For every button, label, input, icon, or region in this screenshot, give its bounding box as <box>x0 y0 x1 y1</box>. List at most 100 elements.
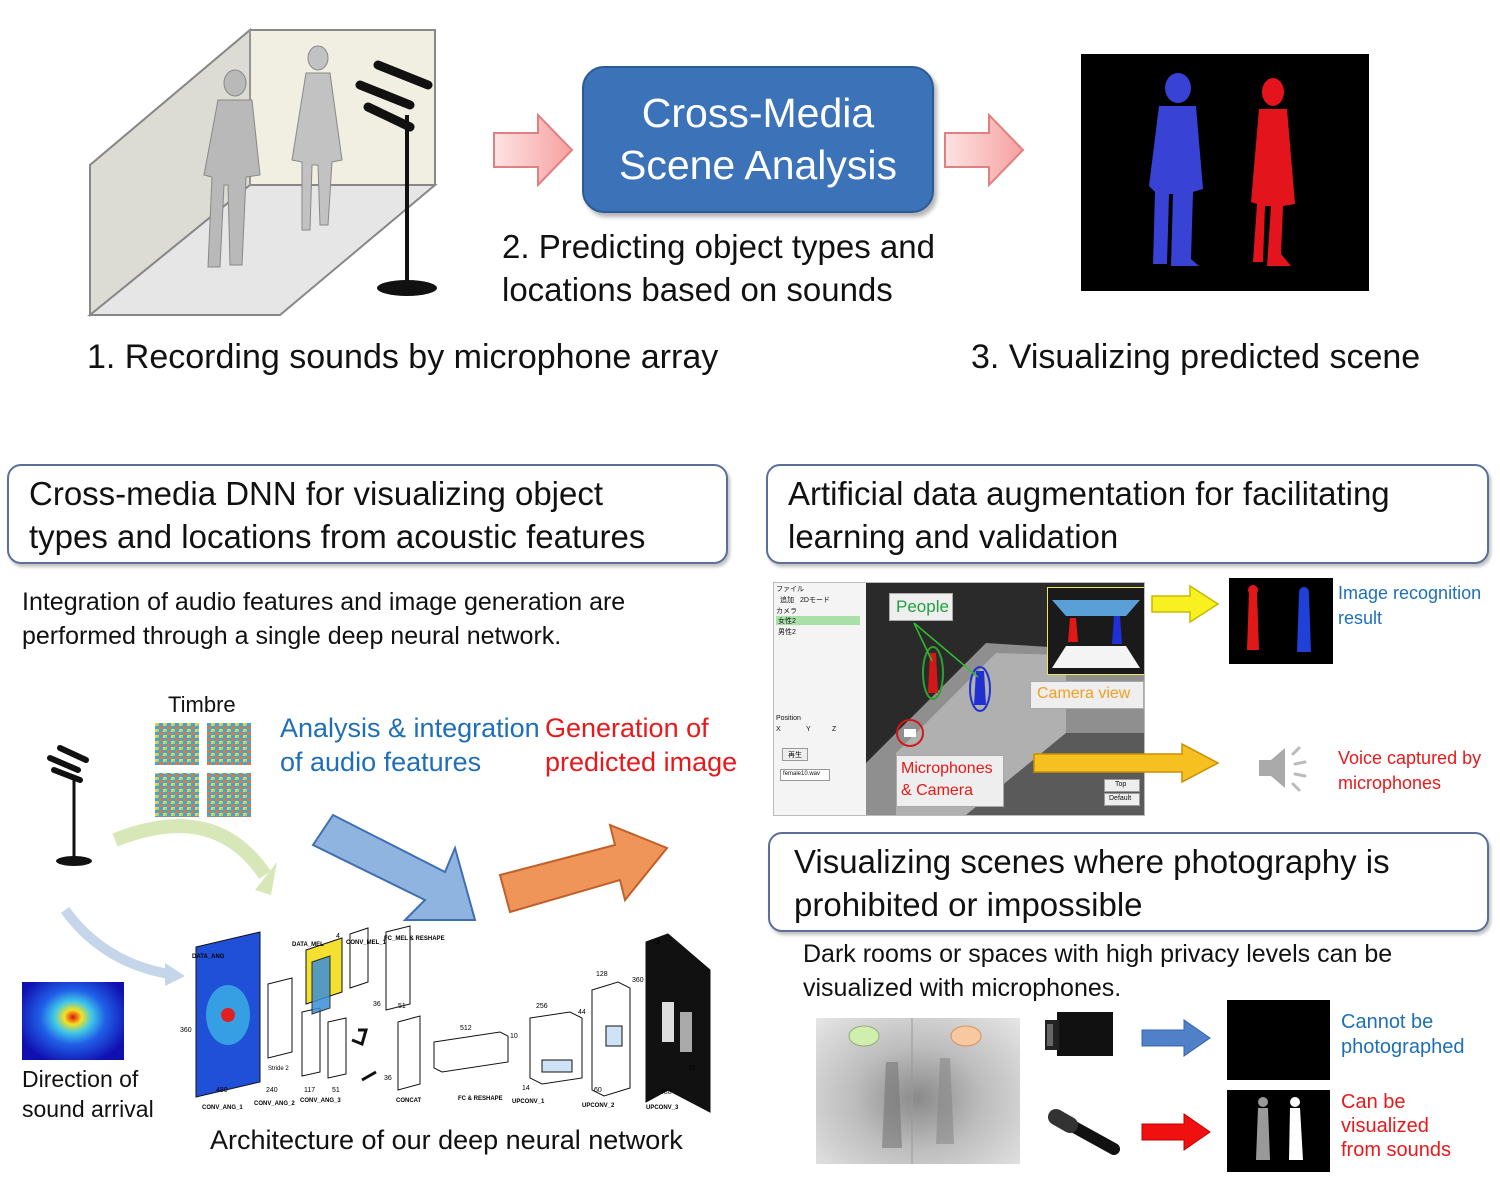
ui-wav-field[interactable]: female10.wav <box>780 769 830 781</box>
cannot-label-line1: Cannot be <box>1341 1011 1434 1033</box>
net-dim-3: 3 <box>656 939 660 946</box>
net-label-conv-ang-2: CONV_ANG_2 <box>254 1101 295 1107</box>
arrow-right-icon <box>1141 1019 1211 1057</box>
net-label-upconv-2: UPCONV_2 <box>582 1103 615 1109</box>
ui-add[interactable]: 追加 <box>780 597 794 604</box>
people-label: People <box>896 597 949 616</box>
simulator-side-panel: ファイル 追加 2Dモード カメラ 女性2 男性2 Position X Y Z… <box>774 583 867 815</box>
ui-position: Position <box>776 715 801 722</box>
mic-camera-label-line2: & Camera <box>901 782 974 799</box>
step3-label: 3. Visualizing predicted scene <box>971 338 1421 376</box>
net-label-fc-reshape: FC & RESHAPE <box>458 1096 503 1102</box>
cms-title-line1: Cross-Media <box>641 90 875 136</box>
cms-title-line2: Scene Analysis <box>618 142 898 188</box>
net-stride-label: Stride 2 <box>268 1066 289 1072</box>
net-label-conv-ang-3: CONV_ANG_3 <box>300 1098 341 1104</box>
net-dim-360b: 360 <box>632 977 644 984</box>
net-dim-44: 44 <box>578 1009 586 1016</box>
ui-menu[interactable]: ファイル <box>776 586 804 593</box>
arrow-right-icon <box>1141 1113 1211 1151</box>
ui-wav-label: female10.wav <box>783 771 821 777</box>
camera-view-inset <box>1047 587 1144 675</box>
cross-media-scene-analysis-box: Cross-Media Scene Analysis <box>582 66 934 213</box>
direction-map-image <box>22 982 124 1060</box>
step2-line1: 2. Predicting object types and <box>502 228 935 265</box>
right-bottom-heading-box: Visualizing scenes where photography is … <box>768 832 1489 932</box>
ui-list-row-female[interactable]: 女性2 <box>776 616 860 625</box>
left-heading-line1: Cross-media DNN for visualizing object <box>29 475 604 512</box>
can-label-line3: from sounds <box>1341 1139 1452 1161</box>
net-label-upconv-3: UPCONV_3 <box>646 1105 679 1111</box>
speaker-icon <box>1259 746 1307 792</box>
net-label-conv-ang-1: CONV_ANG_1 <box>202 1105 243 1111</box>
net-dim-117: 117 <box>304 1087 315 1094</box>
net-dim-480: 480 <box>216 1087 228 1094</box>
analysis-label-line1: Analysis & integration <box>280 713 538 743</box>
ui-top-button[interactable]: Top <box>1104 779 1140 792</box>
ui-male[interactable]: 男性2 <box>778 629 796 636</box>
can-label-line1: Can be <box>1341 1091 1406 1113</box>
right-bottom-heading-line2: prohibited or impossible <box>794 886 1143 923</box>
image-recognition-label-line2: result <box>1338 608 1383 628</box>
ui-camera: カメラ <box>776 608 797 615</box>
net-label-concat: CONCAT <box>396 1098 422 1104</box>
generation-label-line1: Generation of <box>545 713 709 743</box>
arrow-right-icon <box>1033 742 1220 784</box>
net-dim-16: 16 <box>688 1065 696 1072</box>
mic-camera-tag: Microphones & Camera <box>896 755 1004 807</box>
ui-top-label: Top <box>1115 781 1127 788</box>
ui-y: Y <box>806 726 811 733</box>
flow-arrows <box>60 813 669 986</box>
ui-play-button[interactable]: 再生 <box>782 748 808 761</box>
left-desc-line2: performed through a single deep neural n… <box>22 622 562 650</box>
ui-default-button[interactable]: Default <box>1104 793 1140 806</box>
right-bottom-heading-line1: Visualizing scenes where photography is <box>794 843 1390 880</box>
camera-view-label: Camera view <box>1037 685 1131 702</box>
camera-icon <box>1045 1012 1113 1056</box>
camera-view-tag: Camera view <box>1030 681 1144 709</box>
cannot-label-line2: photographed <box>1341 1036 1465 1058</box>
net-dim-360a: 360 <box>180 1027 192 1034</box>
net-label-data-ang: DATA_ANG <box>192 954 225 960</box>
net-dim-36b: 36 <box>384 1075 392 1082</box>
microphone-array-icon <box>47 745 92 866</box>
right-top-heading-line1: Artificial data augmentation for facilit… <box>788 475 1390 512</box>
net-dim-10: 10 <box>510 1033 518 1040</box>
dnn-architecture-diagram: DATA_ANG DATA_MEL CONV_MEL_1 FC_MEL & RE… <box>180 925 711 1113</box>
step2-line2: locations based on sounds <box>502 271 893 308</box>
can-label-line2: visualized <box>1341 1115 1429 1137</box>
direction-label-line1: Direction of <box>22 1066 139 1092</box>
direction-label-line2: sound arrival <box>22 1096 154 1122</box>
visualized-from-sounds-image <box>1227 1090 1330 1172</box>
analysis-label-line2: of audio features <box>280 747 482 777</box>
microphone-icon <box>1048 1109 1120 1155</box>
net-dim-240: 240 <box>266 1087 278 1094</box>
ui-default-label: Default <box>1109 795 1132 802</box>
ui-female: 女性2 <box>778 618 796 625</box>
image-recognition-result <box>1229 578 1333 664</box>
net-dim-51b: 51 <box>398 1003 406 1010</box>
timbre-spectrograms <box>155 723 251 817</box>
arrow-right-icon <box>493 113 574 187</box>
net-dim-36a: 36 <box>373 1001 381 1008</box>
right-bottom-desc-line2: visualized with microphones. <box>803 974 1122 1002</box>
ui-mode[interactable]: 2Dモード <box>800 597 830 604</box>
net-label-data-mel: DATA_MEL <box>292 942 324 948</box>
right-top-heading-box: Artificial data augmentation for facilit… <box>766 464 1489 564</box>
mic-camera-label-line1: Microphones <box>901 760 993 777</box>
predicted-scene-image <box>1081 54 1369 291</box>
architecture-caption: Architecture of our deep neural network <box>210 1125 683 1155</box>
cannot-photograph-image <box>1227 1000 1330 1080</box>
image-recognition-label-line1: Image recognition <box>1338 583 1482 603</box>
generation-label-line2: predicted image <box>545 747 738 777</box>
dark-room-image <box>816 1018 1020 1164</box>
net-dim-512: 512 <box>460 1025 472 1032</box>
net-dim-128: 128 <box>596 971 608 978</box>
left-heading-box: Cross-media DNN for visualizing object t… <box>7 464 728 564</box>
ui-play-label: 再生 <box>788 752 802 759</box>
net-dim-256: 256 <box>536 1003 548 1010</box>
left-heading-line2: types and locations from acoustic featur… <box>29 518 646 555</box>
ui-z: Z <box>832 726 837 733</box>
net-label-upconv-1: UPCONV_1 <box>512 1099 545 1105</box>
voice-label-line2: microphones <box>1338 773 1442 793</box>
